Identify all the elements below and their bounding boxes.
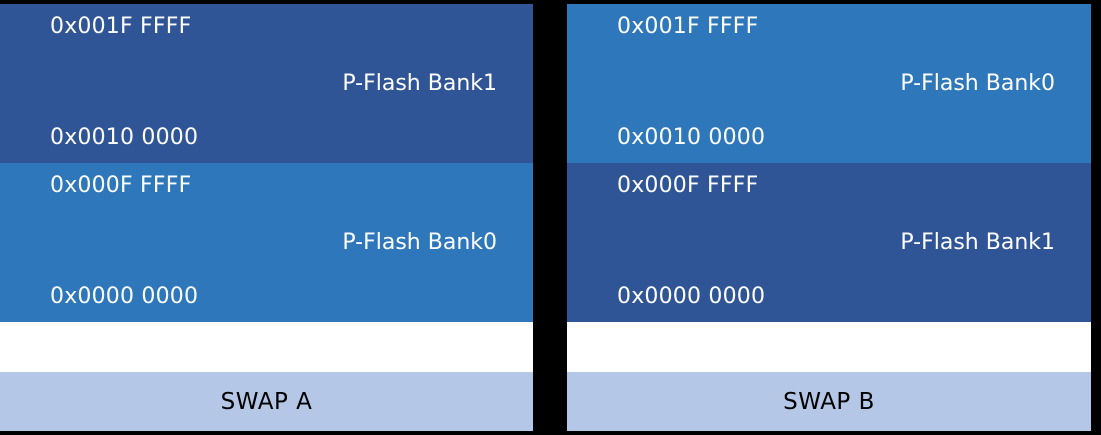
swap-a-upper-bank: 0x001F FFFF P-Flash Bank1 0x0010 0000	[0, 4, 533, 163]
swap-a-caption-label: SWAP A	[220, 388, 313, 415]
swap-b-lower-bank: 0x000F FFFF P-Flash Bank1 0x0000 0000	[567, 163, 1091, 322]
swap-a-lower-bank-bottom-address: 0x0000 0000	[50, 284, 199, 309]
swap-b-lower-bank-label: P-Flash Bank1	[900, 229, 1055, 255]
swap-a-lower-bank: 0x000F FFFF P-Flash Bank0 0x0000 0000	[0, 163, 533, 322]
swap-a-lower-bank-label: P-Flash Bank0	[342, 229, 497, 255]
swap-a-panel: 0x001F FFFF P-Flash Bank1 0x0010 0000 0x…	[0, 4, 533, 431]
swap-a-upper-bank-top-address: 0x001F FFFF	[50, 14, 192, 39]
swap-b-upper-bank-top-address: 0x001F FFFF	[617, 14, 759, 39]
swap-a-upper-bank-label: P-Flash Bank1	[342, 70, 497, 96]
swap-b-lower-bank-bottom-address: 0x0000 0000	[617, 284, 766, 309]
swap-b-caption-bar: SWAP B	[567, 372, 1091, 431]
swap-a-caption-bar: SWAP A	[0, 372, 533, 431]
swap-b-lower-bank-top-address: 0x000F FFFF	[617, 173, 759, 198]
swap-b-spacer	[567, 322, 1091, 372]
swap-a-spacer	[0, 322, 533, 372]
swap-b-upper-bank-label: P-Flash Bank0	[900, 70, 1055, 96]
swap-b-upper-bank-bottom-address: 0x0010 0000	[617, 125, 766, 150]
swap-b-panel: 0x001F FFFF P-Flash Bank0 0x0010 0000 0x…	[567, 4, 1091, 431]
swap-b-caption-label: SWAP B	[783, 388, 875, 415]
swap-a-memory-map: 0x001F FFFF P-Flash Bank1 0x0010 0000 0x…	[0, 4, 533, 322]
swap-a-lower-bank-top-address: 0x000F FFFF	[50, 173, 192, 198]
swap-b-upper-bank: 0x001F FFFF P-Flash Bank0 0x0010 0000	[567, 4, 1091, 163]
swap-b-memory-map: 0x001F FFFF P-Flash Bank0 0x0010 0000 0x…	[567, 4, 1091, 322]
swap-a-upper-bank-bottom-address: 0x0010 0000	[50, 125, 199, 150]
